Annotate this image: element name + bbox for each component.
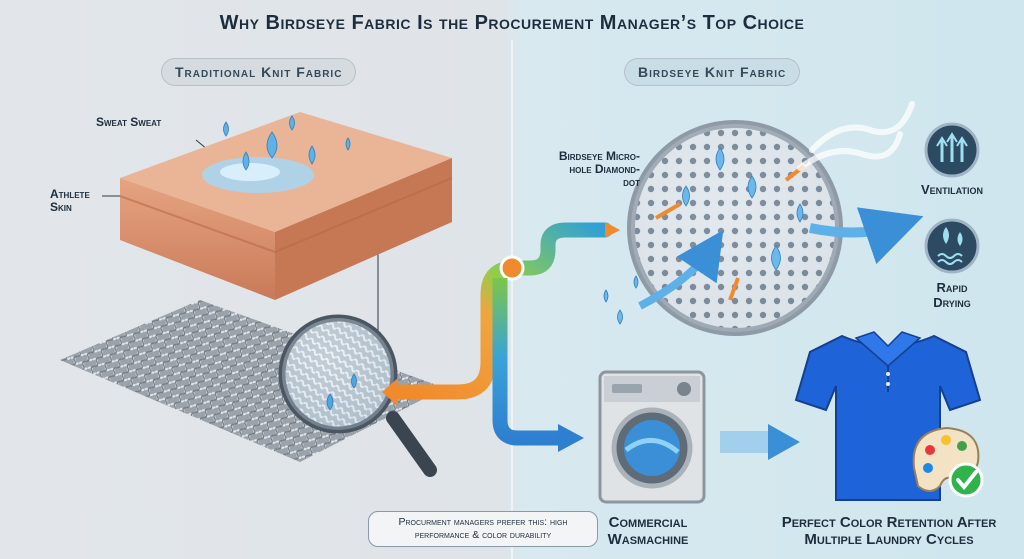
flow-arrow-head-left [382, 378, 398, 406]
athlete-skin-label: Athlete Skin [50, 187, 90, 214]
feature-ventilation-label: Ventilation [921, 182, 983, 197]
flow-junction-dot [499, 255, 525, 281]
birdseye-micro-hole-label: Birdseye Micro-hole Diamond-dot [558, 149, 640, 189]
sweat-drops [223, 115, 351, 171]
procurement-callout: Procurment managers prefer this: high pe… [368, 511, 598, 547]
ventilation-icon [924, 122, 980, 178]
traditional-fabric-heading: Traditional Knit Fabric [161, 58, 357, 86]
airflow-arrow-in [638, 230, 724, 310]
steam-wisps [797, 101, 915, 171]
skin-block [119, 112, 453, 300]
page-title: Why Birdseye Fabric Is the Procurement M… [219, 12, 805, 34]
washer-to-shirt-arrow-head [768, 424, 800, 460]
birdseye-fabric-closeup [627, 120, 843, 336]
feature-rapid-drying-label: Rapid Drying [933, 280, 971, 310]
escaping-drops [603, 275, 639, 325]
flow-arrow-head-right [605, 222, 620, 238]
airflow-arrow-out [809, 207, 924, 265]
checkmark-icon [948, 462, 984, 498]
washer-caption: Commercial Wasmachine [607, 514, 689, 548]
shirt-caption: Perfect Color Retention After Multiple L… [781, 514, 997, 548]
rapid-drying-icon [924, 218, 980, 274]
magnifying-glass-icon [278, 314, 437, 477]
washing-machine-icon [598, 370, 706, 504]
flow-arrow-down [492, 278, 560, 446]
flow-arrow-down-head [558, 424, 584, 452]
birdseye-fabric-heading: Birdseye Knit Fabric [624, 58, 801, 86]
sweat-label: Sweat Sweat [96, 115, 162, 129]
